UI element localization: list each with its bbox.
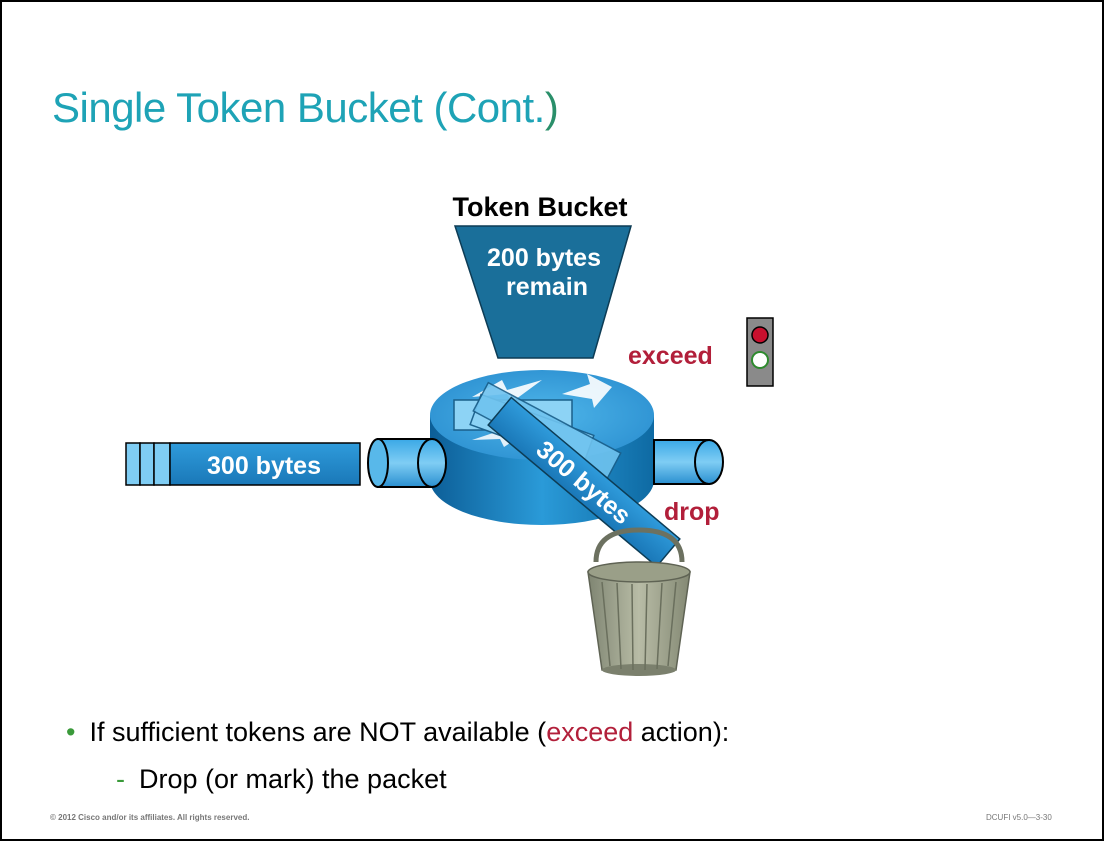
incoming-packet-label: 300 bytes <box>207 452 321 480</box>
footer-copyright: © 2012 Cisco and/or its affiliates. All … <box>50 813 250 822</box>
bullet1-text-a: If sufficient tokens are NOT available ( <box>89 717 547 747</box>
bucket-line1: 200 bytes <box>487 244 601 272</box>
bullet2-text: Drop (or mark) the packet <box>139 764 447 794</box>
incoming-packet: 300 bytes <box>125 442 361 486</box>
bucket-line2: remain <box>506 273 588 301</box>
input-interface-pipe <box>367 438 447 488</box>
traffic-light-icon <box>746 317 774 387</box>
bullet-item-2: -Drop (or mark) the packet <box>116 764 447 795</box>
bullet1-text-red: exceed <box>546 717 634 747</box>
exceed-label: exceed <box>628 342 713 370</box>
bullet-dash-icon: - <box>116 764 125 794</box>
title-main-text: Single Token Bucket (Cont. <box>52 84 545 131</box>
bucket-heading: Token Bucket <box>452 192 627 222</box>
output-interface-pipe <box>653 439 724 485</box>
drop-label: drop <box>664 498 720 526</box>
bullet1-text-b: action): <box>633 717 730 747</box>
token-bucket-shape <box>453 225 632 359</box>
slide-title: Single Token Bucket (Cont.) <box>52 84 559 132</box>
footer-course-id: DCUFI v5.0—3-30 <box>986 813 1052 822</box>
title-tail-text: ) <box>544 84 559 131</box>
bullet-item-1: • If sufficient tokens are NOT available … <box>66 717 729 748</box>
trash-basket-icon <box>587 527 691 676</box>
bullet-dot-icon: • <box>66 717 76 747</box>
